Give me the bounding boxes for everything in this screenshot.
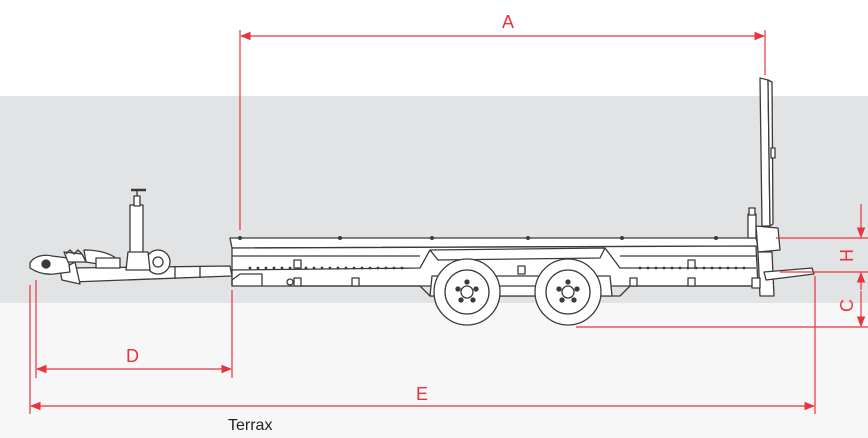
rear-ramps	[747, 77, 815, 297]
tie-down-lugs	[286, 259, 696, 287]
drawbar	[59, 261, 233, 285]
dimension-label-h: H	[837, 249, 857, 262]
model-caption: Terrax	[228, 417, 273, 434]
front-wheel	[433, 258, 501, 326]
coupling-head	[29, 249, 121, 275]
dimension-label-a: A	[502, 12, 514, 32]
dimension-label-d: D	[126, 346, 139, 366]
dimension-label-c: C	[837, 299, 857, 312]
deck-rivets	[238, 236, 746, 270]
trailer	[29, 77, 815, 326]
ground-gradient	[0, 303, 868, 438]
dimension-label-e: E	[416, 384, 428, 404]
jockey-wheel	[125, 188, 171, 275]
rear-wheel	[534, 258, 602, 326]
dimension-lines	[29, 30, 868, 414]
